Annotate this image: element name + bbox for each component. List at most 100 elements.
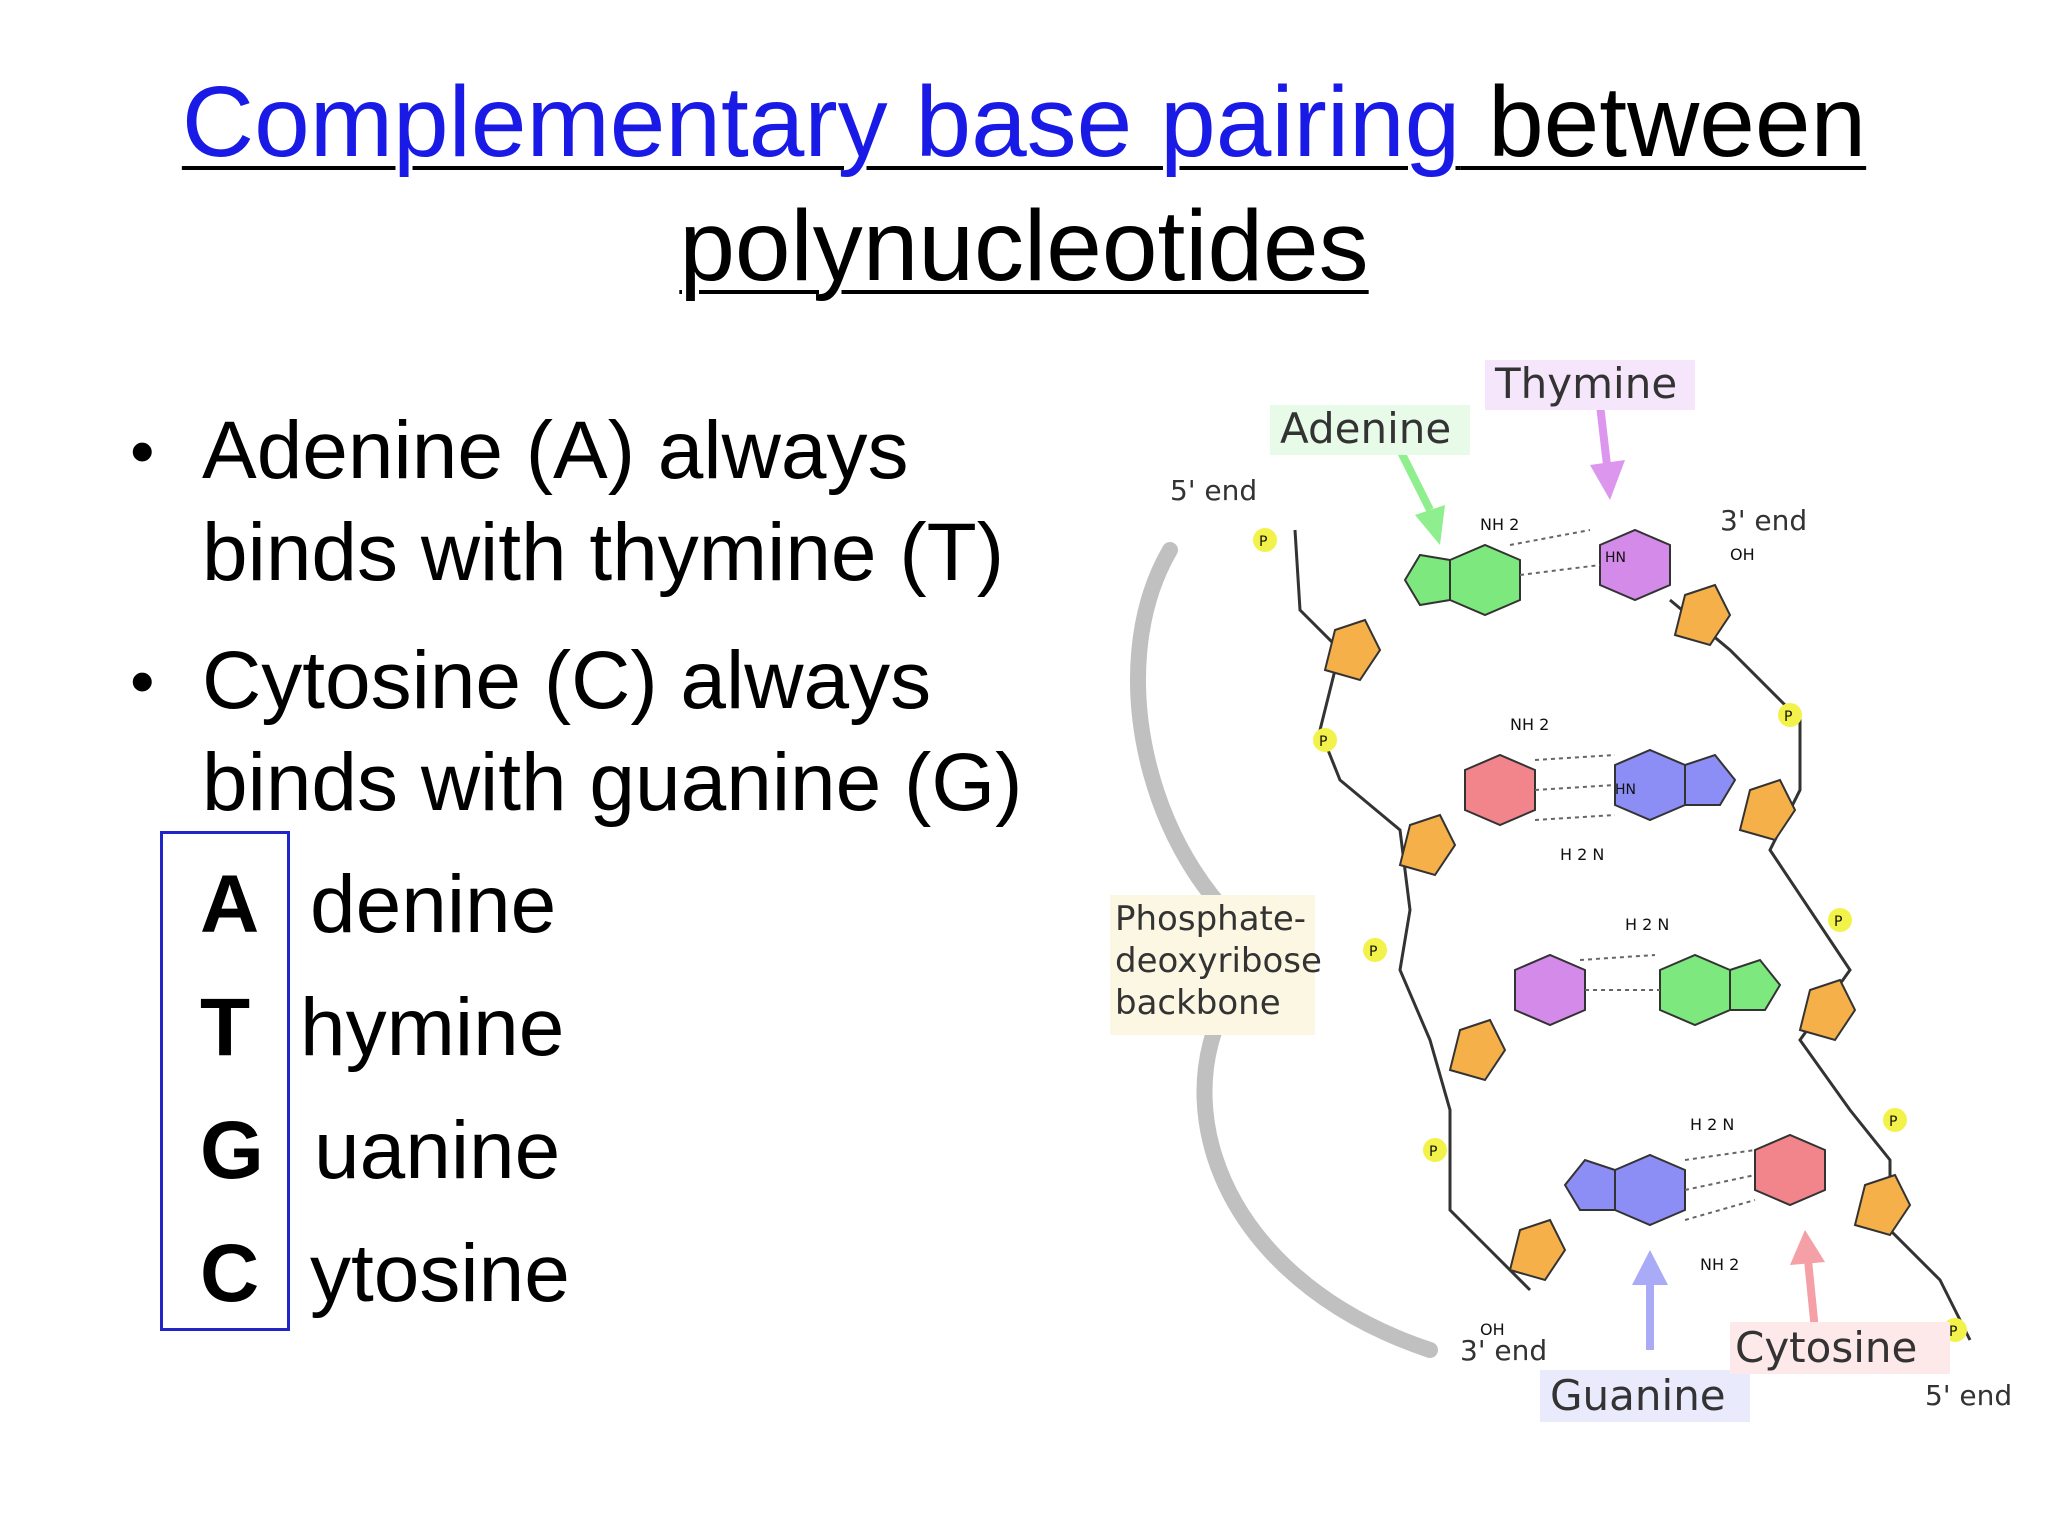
sugar-group: [1398, 813, 1457, 877]
cytosine-base-mid: [1464, 753, 1536, 827]
title-rest: between: [1460, 66, 1867, 178]
bullet-adenine: • Adenine (A) always binds with thymine …: [120, 400, 1100, 604]
phosphate-group: [1423, 1138, 1447, 1162]
title-line2: polynucleotides: [679, 190, 1369, 302]
acronym-box: [160, 831, 290, 1331]
bullet-list: • Adenine (A) always binds with thymine …: [120, 400, 1100, 860]
bullet-line: Cytosine (C) always: [202, 635, 932, 726]
atom-label-h2n: H 2 N: [1690, 1115, 1734, 1134]
atom-label-hn: HN: [1605, 550, 1626, 566]
atom-label-nh2: NH 2: [1700, 1255, 1739, 1274]
slide-title: Complementary base pairing between polyn…: [0, 60, 2048, 308]
bullet-line: Adenine (A) always: [202, 405, 909, 496]
cytosine-base-bottom: [1754, 1133, 1826, 1207]
label-3-end-top: 3' end: [1720, 504, 1807, 537]
hydrogen-bond: [1519, 564, 1601, 576]
thymine-base-mid: [1514, 953, 1586, 1027]
guanine-base-mid-ring: [1684, 753, 1737, 806]
acronym-word-thymine: hymine: [300, 982, 565, 1073]
atom-label-p: P: [1429, 1144, 1437, 1160]
atom-label-p: P: [1889, 1114, 1897, 1130]
adenine-base-mid-ring: [1729, 958, 1782, 1011]
arrow-cytosine: [1790, 1230, 1825, 1265]
hydrogen-bond: [1684, 1149, 1756, 1161]
sugar-group: [1508, 1218, 1567, 1282]
bullet-line: binds with thymine (T): [202, 507, 1005, 598]
label-bg-cytosine: [1730, 1322, 1950, 1374]
atom-label-nh2: NH 2: [1480, 515, 1519, 534]
atom-label-p: P: [1784, 709, 1792, 725]
atom-label-oh: OH: [1730, 545, 1755, 564]
bullet-cytosine: • Cytosine (C) always binds with guanine…: [120, 630, 1100, 834]
phosphate-group: [1313, 728, 1337, 752]
adenine-base-top-ring: [1403, 553, 1451, 607]
label-bg-adenine: [1270, 405, 1470, 455]
phosphate-group: [1363, 938, 1387, 962]
acronym-letter-a: A: [200, 859, 260, 950]
atom-label-nh2: NH 2: [1510, 715, 1549, 734]
sugar-group: [1673, 583, 1732, 647]
hydrogen-bond: [1509, 529, 1591, 546]
label-bg-backbone: [1110, 895, 1315, 1035]
acronym-letter-c: C: [200, 1228, 260, 1319]
left-strand: [1293, 529, 1532, 1292]
label-thymine: Thymine: [1494, 359, 1677, 408]
bullet-dot: •: [130, 412, 155, 490]
phosphate-group: [1778, 703, 1802, 727]
sugar-group: [1738, 778, 1797, 842]
acronym-letter-t: T: [200, 982, 251, 1073]
sugar-group: [1798, 978, 1857, 1042]
thymine-base-top: [1599, 528, 1671, 602]
atom-label-p: P: [1949, 1324, 1957, 1340]
phosphate-group: [1828, 908, 1852, 932]
label-backbone-1: Phosphate-: [1115, 899, 1306, 939]
label-cytosine: Cytosine: [1735, 1323, 1917, 1372]
sugar-group: [1323, 583, 1912, 1282]
acronym-letter-g: G: [200, 1105, 264, 1196]
hydrogen-bond: [1534, 784, 1616, 791]
guanine-base-bottom: [1614, 1153, 1686, 1227]
adenine-base-top: [1449, 543, 1521, 617]
title-link[interactable]: Complementary base pairing: [181, 66, 1461, 178]
sugar-group: [1323, 618, 1382, 682]
arrow-thymine: [1590, 460, 1625, 500]
acronym-word-guanine: uanine: [314, 1105, 561, 1196]
label-bg-thymine: [1485, 360, 1695, 410]
atom-label-h2n: H 2 N: [1560, 845, 1604, 864]
label-backbone-3: backbone: [1115, 983, 1281, 1023]
atom-label-p: P: [1319, 734, 1327, 750]
label-5-end-top: 5' end: [1170, 474, 1257, 507]
atom-label-hn: HN: [1615, 782, 1636, 798]
atom-label-oh: OH: [1480, 1320, 1505, 1339]
label-backbone-2: deoxyribose: [1115, 941, 1322, 981]
label-adenine: Adenine: [1280, 404, 1451, 453]
hydrogen-bond: [1534, 754, 1616, 761]
phosphate-group: [1253, 528, 1967, 1342]
hydrogen-bond: [1579, 954, 1656, 961]
arrow-guanine: [1632, 1250, 1668, 1285]
dna-diagram: Thymine Adenine 5' end 3' end Phosphate-…: [1110, 359, 2012, 1422]
atom-label-p: P: [1259, 534, 1267, 550]
guanine-base-bottom-ring: [1563, 1158, 1616, 1211]
phosphate-group: [1253, 528, 1277, 552]
sugar-group: [1448, 1018, 1507, 1082]
label-bg-guanine: [1540, 1370, 1750, 1422]
phosphate-group: [1883, 1108, 1907, 1132]
arrow-adenine: [1415, 505, 1445, 545]
label-3-end-bottom: 3' end: [1460, 1334, 1547, 1367]
hydrogen-bond: [1684, 1199, 1756, 1221]
hydrogen-bond: [1534, 814, 1616, 821]
arrow-cytosine: [1804, 1259, 1819, 1331]
arrow-thymine: [1596, 404, 1611, 466]
label-guanine: Guanine: [1550, 1371, 1726, 1420]
acronym-word-adenine: denine: [310, 859, 557, 950]
hydrogen-bond: [1684, 1174, 1756, 1191]
atom-label-p: P: [1834, 914, 1842, 930]
label-5-end-bottom: 5' end: [1925, 1379, 2012, 1412]
arrow-guanine: [1632, 1250, 1668, 1350]
arrow-thymine: [1590, 404, 1625, 500]
bullet-line: binds with guanine (G): [202, 737, 1023, 828]
acronym-word-cytosine: ytosine: [310, 1228, 570, 1319]
atom-label-h2n: H 2 N: [1625, 915, 1669, 934]
arrow-cytosine: [1790, 1230, 1825, 1331]
